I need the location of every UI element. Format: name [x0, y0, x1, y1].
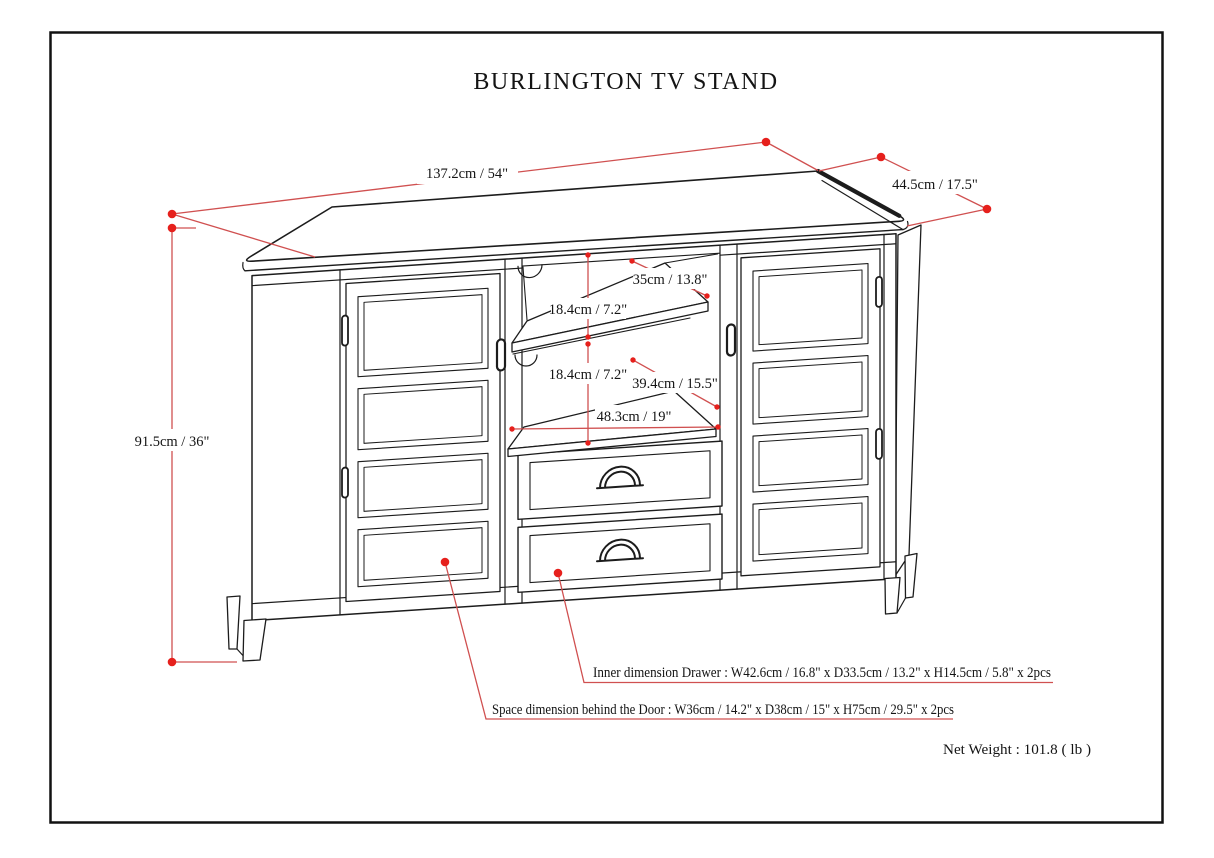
dimension-overall-height: 91.5cm / 36"	[129, 223, 237, 667]
back-right-leg	[904, 552, 918, 599]
door-space-note: Space dimension behind the Door : W36cm …	[440, 557, 954, 720]
upper-clearance-label: 18.4cm / 7.2"	[549, 302, 627, 318]
cabinet-legs	[226, 552, 918, 662]
left-door-hinge-icon	[341, 466, 349, 499]
left-door-handle-icon	[495, 338, 507, 372]
top-drawer-cup-pull-icon	[596, 465, 644, 490]
front-right-leg	[884, 576, 901, 615]
upper-cable-hole-icon	[517, 264, 543, 279]
cabinet-top-slab	[242, 168, 909, 272]
net-weight-text: Net Weight : 101.8 ( lb )	[943, 742, 1091, 758]
bottom-drawer-cup-pull-icon	[596, 538, 644, 563]
dimension-center-width: 48.3cm / 19"	[509, 405, 721, 432]
overall-depth-label: 44.5cm / 17.5"	[892, 177, 978, 193]
right-door-handle-icon	[725, 323, 737, 357]
right-door-panels	[752, 263, 869, 562]
right-glass-door	[725, 248, 883, 577]
dimension-shelf-depth: 35cm / 13.8"	[629, 258, 710, 299]
dimension-lower-depth: 39.4cm / 15.5"	[630, 357, 720, 410]
drawing-title: BURLINGTON TV STAND	[473, 69, 778, 95]
dimension-lines: 137.2cm / 54" 44.5cm / 17.5" 91.5cm / 36…	[129, 137, 992, 667]
slab-back-right-edge	[815, 168, 902, 218]
front-left-leg	[242, 618, 267, 662]
left-door-hinge-icon	[341, 314, 349, 347]
shelf-depth-label: 35cm / 13.8"	[633, 272, 708, 288]
left-glass-door	[341, 272, 507, 603]
overall-height-label: 91.5cm / 36"	[135, 434, 210, 450]
back-left-leg	[226, 595, 241, 650]
lower-depth-label: 39.4cm / 15.5"	[632, 376, 718, 392]
bottom-drawer	[517, 513, 723, 594]
upper-compartment-back-edge	[521, 252, 721, 267]
right-door-hinge-icon	[875, 427, 883, 460]
dimension-upper-clearance: 18.4cm / 7.2"	[549, 252, 627, 340]
drawer-inner-note-text: Inner dimension Drawer : W42.6cm / 16.8"…	[593, 665, 1051, 681]
door-space-note-text: Space dimension behind the Door : W36cm …	[492, 702, 954, 718]
dimension-lower-clearance: 18.4cm / 7.2"	[549, 341, 627, 446]
lower-cable-hole-icon	[514, 354, 538, 367]
middle-shelf-front-edge	[511, 301, 709, 353]
dimension-overall-depth: 44.5cm / 17.5"	[818, 152, 992, 227]
drawer-inner-note: Inner dimension Drawer : W42.6cm / 16.8"…	[553, 568, 1053, 684]
overall-width-label: 137.2cm / 54"	[426, 166, 508, 182]
center-width-label: 48.3cm / 19"	[597, 409, 672, 425]
dimension-overall-width: 137.2cm / 54"	[167, 137, 819, 258]
bottom-shelf-front-edge	[507, 428, 717, 458]
lower-clearance-label: 18.4cm / 7.2"	[549, 367, 627, 383]
right-door-hinge-icon	[875, 275, 883, 308]
left-door-panels	[357, 287, 489, 588]
callout-notes: Inner dimension Drawer : W42.6cm / 16.8"…	[440, 557, 1091, 758]
top-drawer	[517, 440, 723, 521]
